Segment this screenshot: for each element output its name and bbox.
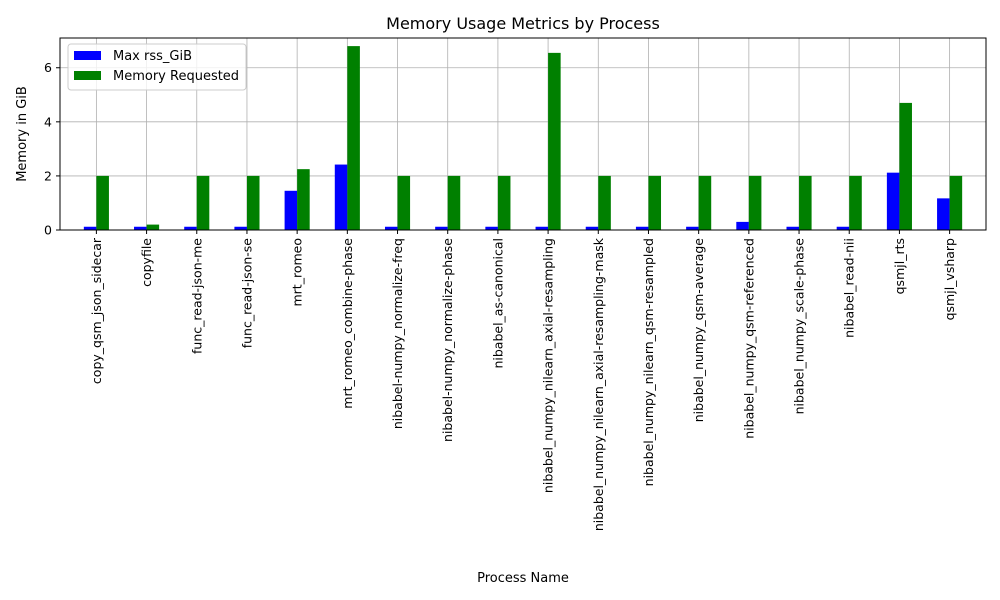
bar-max-rss [736,221,749,230]
x-tick-label: qsmjl_rts [892,238,907,294]
y-axis-label: Memory in GiB [15,86,30,182]
x-tick-label: nibabel-numpy_normalize-freq [390,238,405,429]
bar-max-rss [435,226,448,230]
bar-max-rss [334,164,348,230]
bar-memory-requested [949,175,963,230]
bar-memory-requested [96,175,109,230]
x-tick-label: mrt_romeo [290,238,305,307]
bars [83,46,963,231]
bar-max-rss [686,226,699,230]
y-tick-label: 6 [44,60,52,75]
bar-max-rss [585,226,599,230]
x-tick-label: copyfile [139,238,154,287]
bar-max-rss [937,198,950,230]
y-tick-label: 0 [44,223,52,238]
bar-max-rss [535,226,549,230]
x-tick-label: qsmjl_vsharp [942,238,957,320]
chart-title: Memory Usage Metrics by Process [386,14,660,33]
bar-max-rss [384,226,398,230]
bar-max-rss [635,226,649,230]
bar-max-rss [184,226,197,230]
legend-label: Max rss_GiB [113,49,192,64]
x-tick-label: nibabel_numpy_nilearn_qsm-resampled [641,238,656,486]
bar-memory-requested [548,52,561,231]
y-tick-label: 2 [44,168,52,183]
x-tick-label: nibabel-numpy_normalize-phase [440,238,455,442]
bar-max-rss [83,226,97,230]
bar-memory-requested [447,175,461,230]
x-tick-label: nibabel_numpy_scale-phase [792,238,807,415]
x-tick-label: mrt_romeo_combine-phase [340,238,355,409]
bar-memory-requested [397,175,411,230]
bar-memory-requested [698,175,712,230]
bar-memory-requested [598,175,611,230]
bar-memory-requested [648,175,662,230]
bar-max-rss [836,226,850,230]
x-tick-label: nibabel_numpy_nilearn_axial-resampling-m… [591,237,606,531]
bar-memory-requested [899,102,912,230]
bar-max-rss [284,190,298,230]
bar-memory-requested [297,169,310,230]
x-tick-label: func_read-json-me [189,238,204,354]
x-tick-label: nibabel_numpy_qsm-referenced [741,238,756,439]
bar-memory-requested [799,175,812,230]
bar-max-rss [234,226,247,230]
x-tick-label: func_read-json-se [239,238,254,349]
legend-swatch [74,51,101,60]
x-tick-label: nibabel_as-canonical [490,238,505,369]
legend: Max rss_GiB Memory Requested [67,43,247,91]
bar-memory-requested [347,46,360,231]
bar-memory-requested [196,175,210,230]
bar-memory-requested [146,224,160,230]
plot-frame [59,37,987,231]
axes: 0 2 4 6 copy_qsm_json_sidecar copyfile func_re… [44,37,987,531]
x-axis-label: Process Name [477,571,569,586]
x-tick-label: nibabel_numpy_qsm-average [691,238,706,423]
bar-memory-requested [246,175,260,230]
bar-max-rss [134,226,147,230]
bar-max-rss [786,226,800,230]
x-tick-label: nibabel_read-nii [842,238,857,338]
legend-label: Memory Requested [113,69,239,84]
x-tick-label: nibabel_numpy_nilearn_axial-resampling [541,238,556,493]
bar-max-rss [485,226,498,230]
bar-memory-requested [497,175,511,230]
bar-memory-requested [748,175,762,230]
bar-max-rss [886,172,900,230]
bar-memory-requested [849,175,862,230]
legend-swatch [74,71,101,80]
y-tick-label: 4 [44,114,52,129]
x-tick-label: copy_qsm_json_sidecar [89,237,104,384]
legend-box [67,43,247,91]
